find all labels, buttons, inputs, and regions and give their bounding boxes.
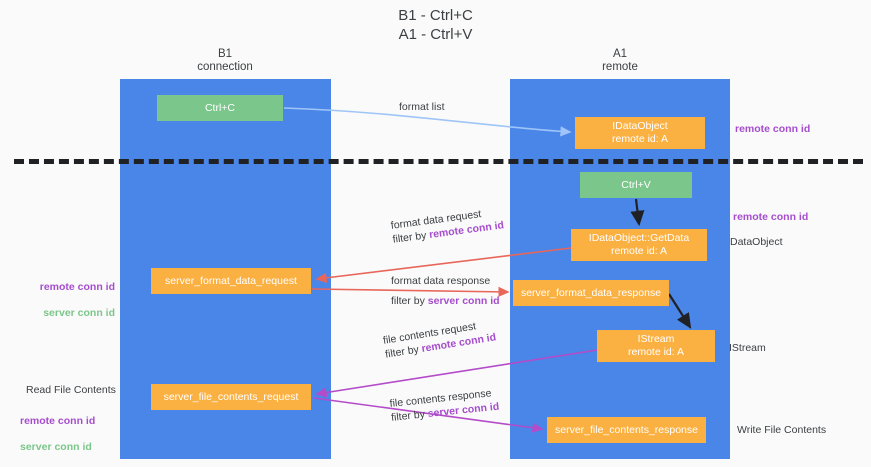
column-header-b1: B1 connection — [197, 48, 253, 73]
edge-label-format-data-request: format data request filter by remote con… — [390, 204, 505, 246]
annotation-left-remote-conn-id-2: remote conn id — [20, 415, 96, 427]
filter-key: server conn id — [427, 295, 500, 307]
edge-label-format-list: format list — [399, 101, 445, 113]
annotation-right-dataobject: DataObject — [730, 236, 783, 248]
annotation-right-write-file-contents: Write File Contents — [737, 424, 827, 436]
edge-label-file-contents-request: file contents request filter by remote c… — [382, 316, 497, 361]
node-istream[interactable]: IStream remote id: A — [597, 330, 715, 362]
annotation-right-remote-conn-id-1: remote conn id — [735, 123, 811, 135]
annotation-left-server-conn-id: server conn id — [43, 307, 115, 319]
node-idataobject-getdata[interactable]: IDataObject::GetData remote id: A — [571, 229, 707, 261]
node-server-format-data-request[interactable]: server_format_data_request — [151, 268, 311, 294]
node-server-format-data-response[interactable]: server_format_data_response — [513, 280, 669, 306]
annotation-right-istream: IStream — [729, 342, 766, 354]
filter-prefix: filter by — [391, 229, 430, 246]
node-server-file-contents-response[interactable]: server_file_contents_response — [547, 417, 706, 443]
page-title: B1 - Ctrl+C A1 - Ctrl+V — [398, 7, 473, 43]
node-ctrl-c[interactable]: Ctrl+C — [157, 95, 283, 121]
phase-divider — [14, 159, 863, 164]
annotation-left-conn-ids-2: remote conn id server conn id — [20, 402, 120, 467]
edge-label-format-data-response: format data response filter by server co… — [391, 274, 500, 308]
annotation-left-read-file-contents: Read File Contents — [26, 384, 116, 396]
annotation-left-server-conn-id-2: server conn id — [20, 441, 92, 453]
filter-prefix: filter by — [390, 408, 429, 424]
node-server-file-contents-request[interactable]: server_file_contents_request — [151, 384, 311, 410]
filter-prefix: filter by — [391, 295, 428, 307]
column-header-a1: A1 remote — [602, 48, 638, 73]
node-ctrl-v[interactable]: Ctrl+V — [580, 172, 692, 198]
annotation-right-remote-conn-id-2: remote conn id — [733, 211, 809, 223]
annotation-left-remote-conn-id: remote conn id — [39, 281, 115, 293]
edge-label-file-contents-response: file contents response filter by server … — [389, 386, 500, 425]
edge-label-line-main: format data response — [391, 275, 491, 287]
edge-label-line-filter: filter by server conn id — [391, 294, 500, 308]
annotation-left-conn-ids: remote conn id server conn id — [20, 268, 115, 333]
node-idataobject[interactable]: IDataObject remote id: A — [575, 117, 705, 149]
